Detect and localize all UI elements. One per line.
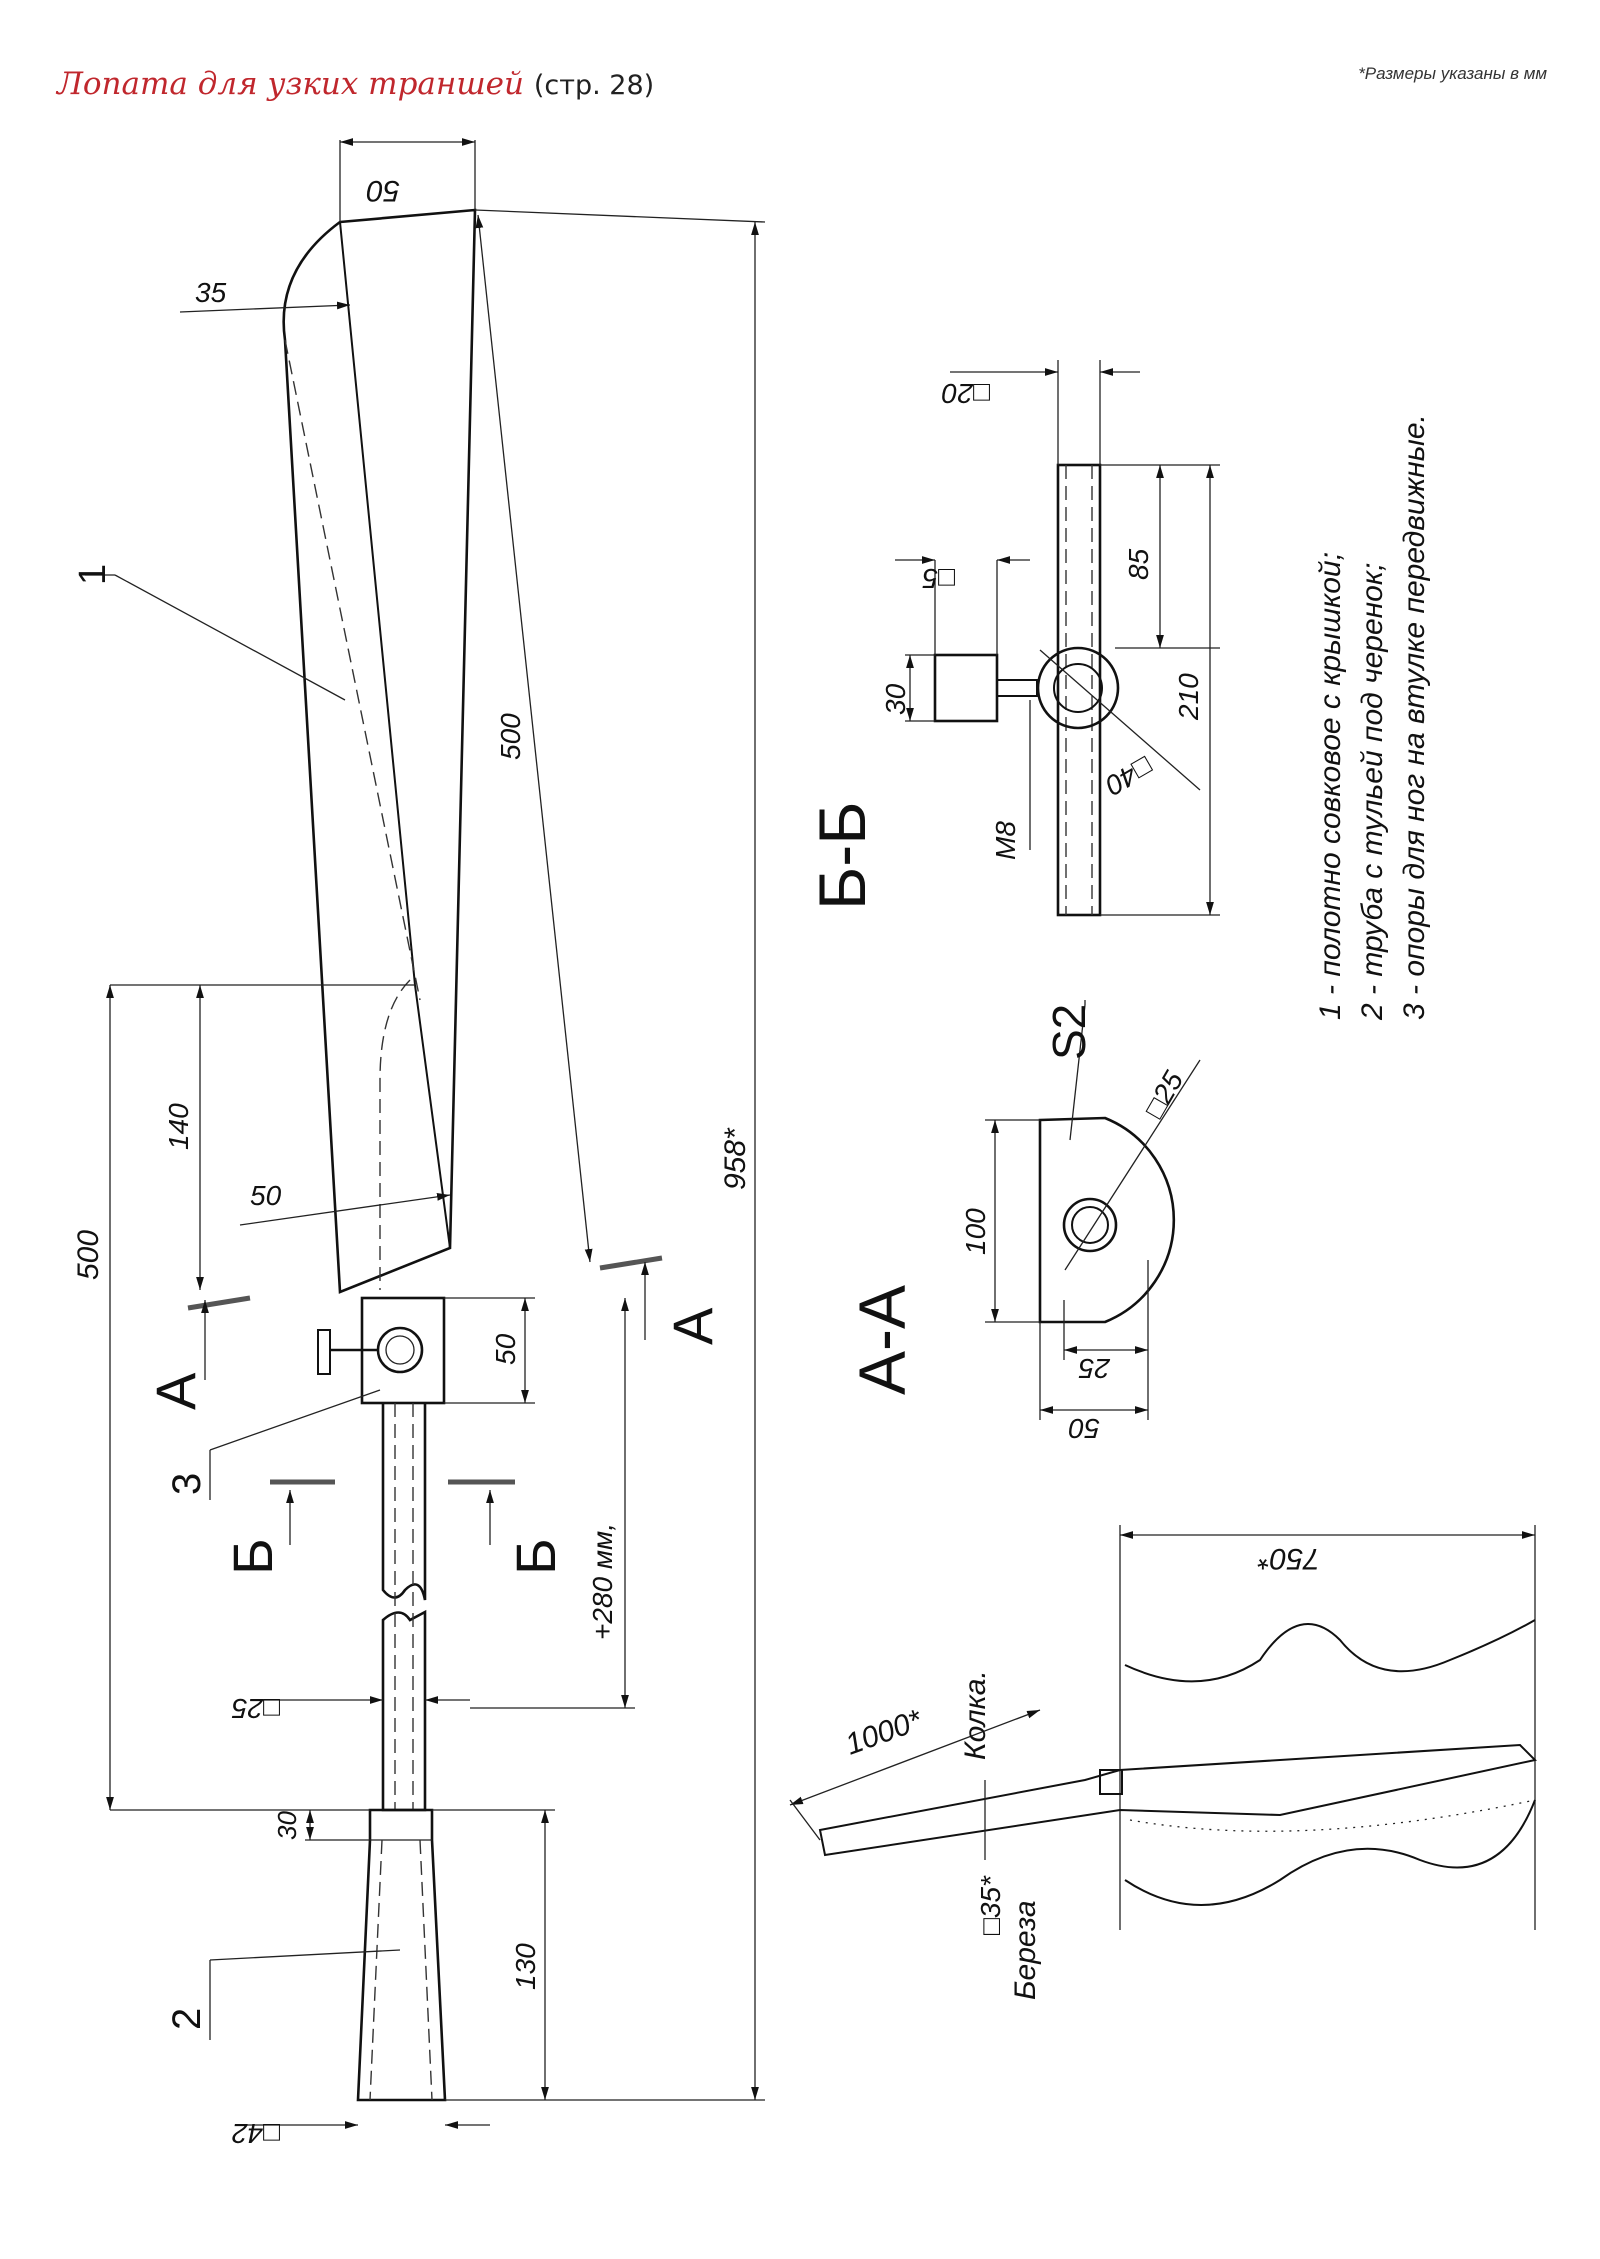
leader-3 (209, 1389, 381, 1451)
legend-item-1: 1 - полотно совковое с крышкой; (1314, 552, 1347, 1020)
handle-tube (381, 1403, 427, 1601)
bb-text-m8: М8 (990, 821, 1021, 860)
cut-a-right (599, 1255, 663, 1271)
legend-item-2: 2 - труба с тульей под черенок; (1356, 563, 1389, 1021)
sketch-text-bereza: Береза (1009, 1900, 1042, 2000)
aa-text-25: 25 (1078, 1353, 1111, 1384)
legend-item-3: 3 - опоры для ног на втулке передвижные. (1398, 414, 1431, 1020)
dim-text-35: 35 (195, 277, 227, 308)
aa-profile (1038, 1116, 1176, 1324)
bb-text-210: 210 (1173, 673, 1204, 721)
bb-text-5: □5 (922, 563, 955, 594)
nose-hidden (379, 979, 411, 1290)
dim-text-sleeve: 50 (490, 1333, 521, 1365)
aa-tube-inner (1071, 1206, 1109, 1244)
dim-edge (179, 301, 351, 313)
cone-hidden-1 (369, 1839, 383, 2101)
dim-lower-width (239, 1192, 451, 1226)
tool-sleeve (1099, 1769, 1123, 1795)
section-bb (895, 360, 1220, 917)
dim-text-30: 30 (272, 1811, 302, 1840)
terrain-line (1124, 1619, 1536, 1683)
units-note: *Размеры указаны в мм (1358, 64, 1547, 83)
blade-outline (282, 208, 477, 1294)
ext-1000-l (789, 1799, 821, 1841)
aa-tube (1062, 1197, 1118, 1253)
sketch-text-1000: 1000* (841, 1703, 927, 1761)
dim-text-travel: +280 мм, (587, 1523, 618, 1640)
dim-text-50-low: 50 (250, 1180, 282, 1211)
shovel-main-view (85, 138, 766, 2129)
label-1: 1 (72, 564, 114, 585)
cut-a-label-l: А (144, 1372, 207, 1410)
bb-text-30: 30 (880, 683, 911, 715)
aa-leader-s2 (1069, 1004, 1086, 1141)
blade-cover (339, 221, 451, 1249)
handle-tube-lower (381, 1609, 427, 1812)
aa-text-s2: S2 (1043, 1004, 1095, 1060)
section-aa-title: А-А (845, 1285, 919, 1395)
label-2: 2 (165, 2008, 209, 2030)
bb-tube (1056, 463, 1102, 917)
cut-b-label-l: Б (221, 1538, 284, 1575)
leader-2 (209, 1949, 401, 1961)
dim-blade-length (475, 214, 593, 1263)
sleeve-bolt-inner (385, 1335, 415, 1365)
section-bb-title: Б-Б (805, 801, 879, 910)
bb-text-85: 85 (1123, 548, 1154, 580)
bb-bolt (996, 679, 1038, 697)
bb-text-20: □20 (942, 378, 990, 409)
section-aa (985, 1000, 1201, 1420)
sketch-text-35: □35* (975, 1875, 1006, 1935)
dim-text-500: 500 (72, 1230, 105, 1280)
bb-ring-inner (1053, 663, 1103, 713)
aa-text-100: 100 (960, 1208, 991, 1255)
cone-hidden-2 (419, 1839, 433, 2101)
label-3: 3 (165, 1473, 209, 1495)
dim-1000 (789, 1709, 1041, 1806)
usage-sketch (789, 1525, 1538, 1930)
aa-leader-25 (1064, 1059, 1201, 1271)
bolt-head (317, 1329, 331, 1375)
page-title: Лопата для узких траншей (стр. 28) (57, 66, 654, 102)
trench-bottom (1124, 1799, 1536, 1906)
blade-hidden (284, 339, 421, 1001)
dim-text-50-top: 50 (366, 174, 400, 207)
bb-text-40: □40 (1100, 750, 1157, 801)
dim-text-tube: □25 (232, 1693, 280, 1724)
bb-ring (1036, 646, 1120, 730)
leader-1 (114, 574, 346, 701)
dim-text-cone-end: □42 (232, 2118, 280, 2149)
cut-a-label-r: А (661, 1307, 724, 1345)
title-text: Лопата для узких траншей (57, 66, 524, 102)
aa-text-50: 50 (1068, 1413, 1100, 1444)
sleeve-bolt-ring (376, 1326, 424, 1374)
cone-socket (356, 1808, 447, 2102)
dim-text-140: 140 (163, 1103, 194, 1150)
sketch-text-750: 750* (1257, 1542, 1320, 1575)
ext-top (474, 209, 766, 223)
aa-text-sq25: □25 (1138, 1066, 1189, 1123)
cut-b-label-r: Б (504, 1538, 567, 1575)
soil-hatch (1129, 1799, 1536, 1832)
bb-dim-ring (1039, 649, 1201, 791)
dim-text-130: 130 (510, 1943, 541, 1990)
tool-in-trench (818, 1743, 1538, 1857)
bb-plate (933, 653, 999, 723)
dim-text-958: 958* (719, 1127, 752, 1190)
cut-a-left (187, 1295, 251, 1311)
page-ref: (стр. 28) (533, 70, 655, 101)
dim-text-500-blade: 500 (495, 713, 526, 760)
sketch-text-kolka: Колка. (959, 1670, 992, 1760)
